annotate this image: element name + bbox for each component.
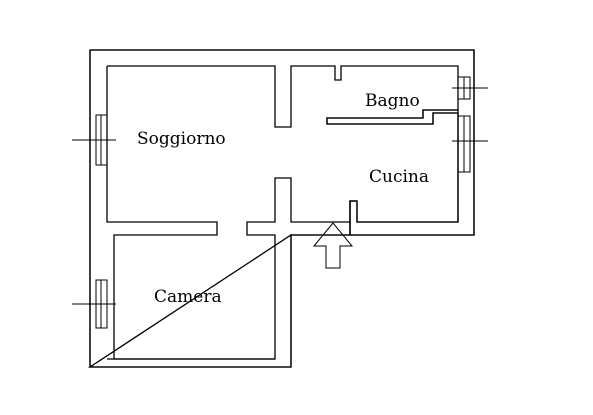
entrance-arrow-icon bbox=[312, 222, 354, 269]
window-right-bagno bbox=[452, 76, 488, 100]
window-left-camera bbox=[72, 279, 116, 329]
room-label-soggiorno: Soggiorno bbox=[137, 129, 226, 149]
room-label-bagno: Bagno bbox=[365, 91, 420, 111]
window-right-cucina bbox=[452, 115, 488, 173]
room-label-camera: Camera bbox=[154, 287, 222, 307]
wall-lines bbox=[87, 49, 475, 368]
room-label-cucina: Cucina bbox=[369, 167, 429, 187]
window-left-soggiorno bbox=[72, 114, 116, 166]
